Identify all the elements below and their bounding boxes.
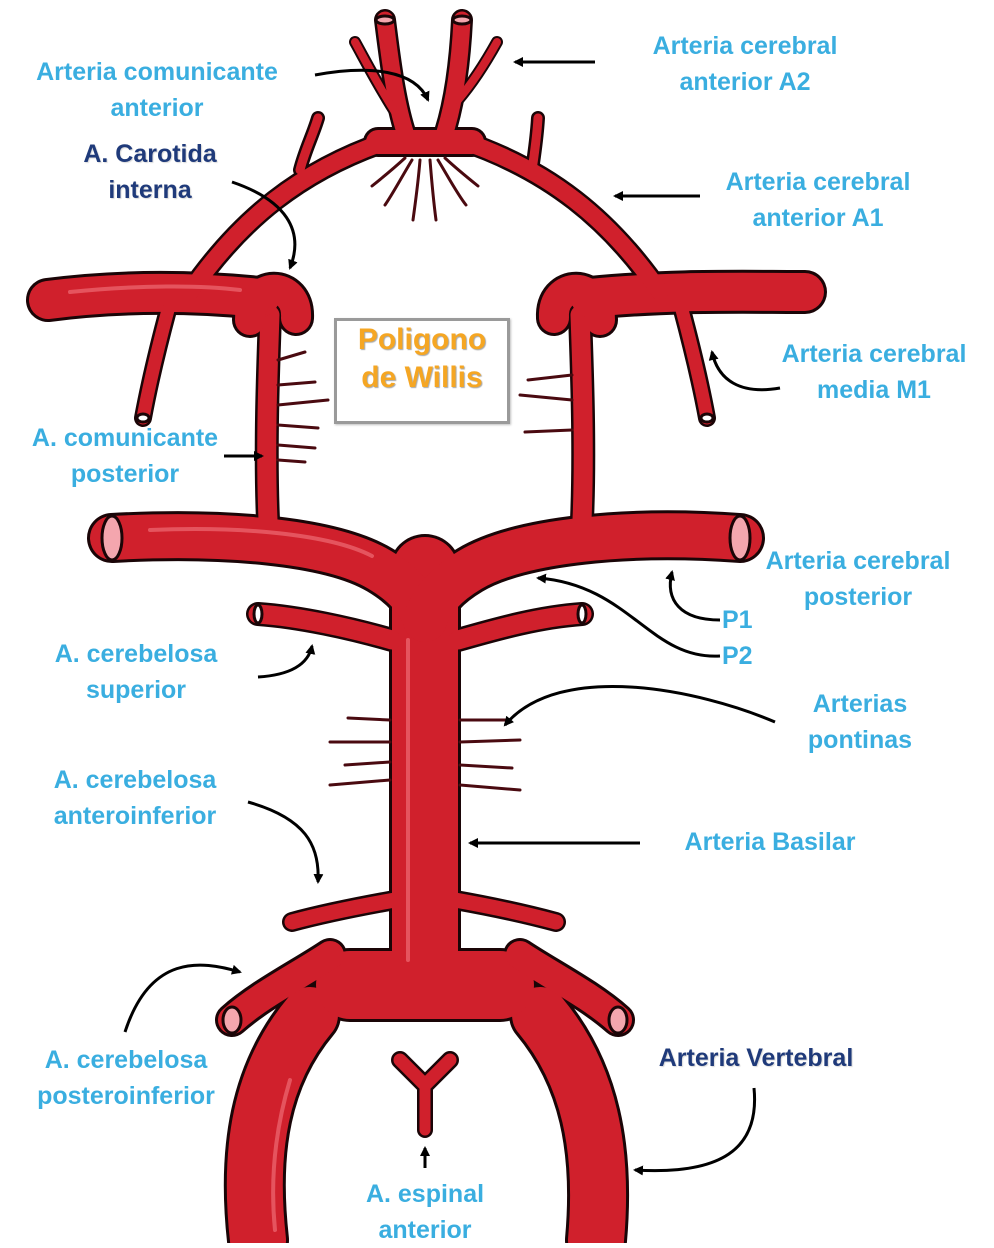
label-p2: P2 — [722, 638, 766, 674]
label-arteria-basilar: Arteria Basilar — [650, 824, 890, 860]
label-p1: P1 — [722, 602, 766, 638]
title-line-2: de Willis — [337, 359, 507, 397]
title-line-1: Poligono — [337, 321, 507, 359]
label-arteria-vertebral: Arteria Vertebral — [625, 1040, 887, 1076]
title-box: Poligono de Willis — [334, 318, 510, 424]
